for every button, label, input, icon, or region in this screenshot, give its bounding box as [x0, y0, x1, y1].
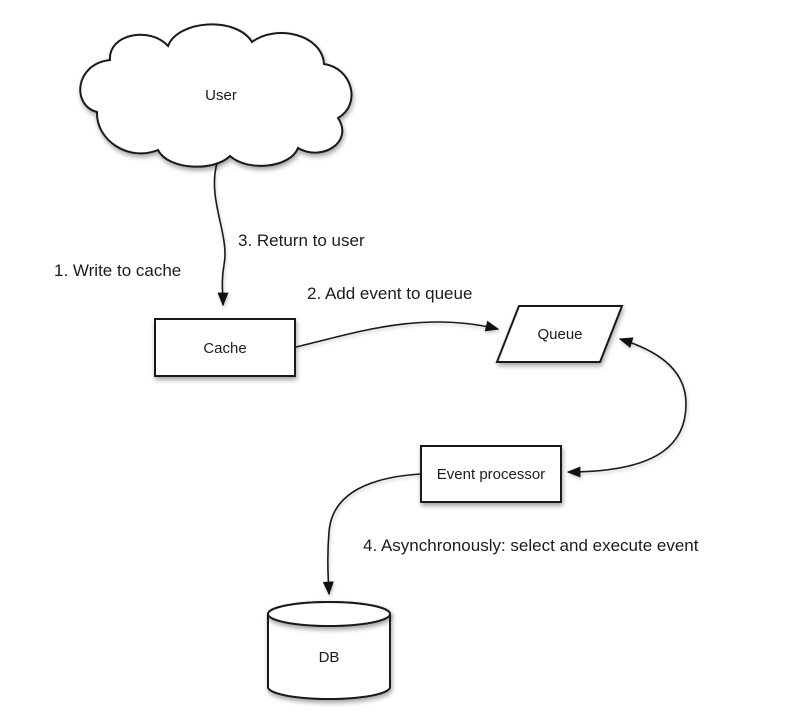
edge-event-processor-to-db [322, 473, 422, 596]
edge-label-return-to-user: 3. Return to user [238, 231, 365, 250]
user-cloud-shape [79, 23, 353, 168]
edge-label-write-to-cache: 1. Write to cache [54, 261, 181, 280]
cache-box [154, 318, 296, 377]
db-cylinder-top [267, 601, 391, 627]
cache-label: Cache [203, 340, 246, 357]
edge-label-async-execute: 4. Asynchronously: select and execute ev… [363, 536, 699, 555]
edge-user-to-cache [213, 162, 229, 307]
queue-label: Queue [537, 326, 582, 343]
edge-queue-event-processor [566, 337, 687, 478]
edge-cache-to-queue [295, 320, 500, 348]
db-label: DB [319, 649, 340, 666]
user-label: User [205, 87, 237, 104]
event-processor-label: Event processor [437, 466, 545, 483]
edge-label-add-event-to-queue: 2. Add event to queue [307, 284, 472, 303]
db-cylinder [267, 601, 391, 700]
